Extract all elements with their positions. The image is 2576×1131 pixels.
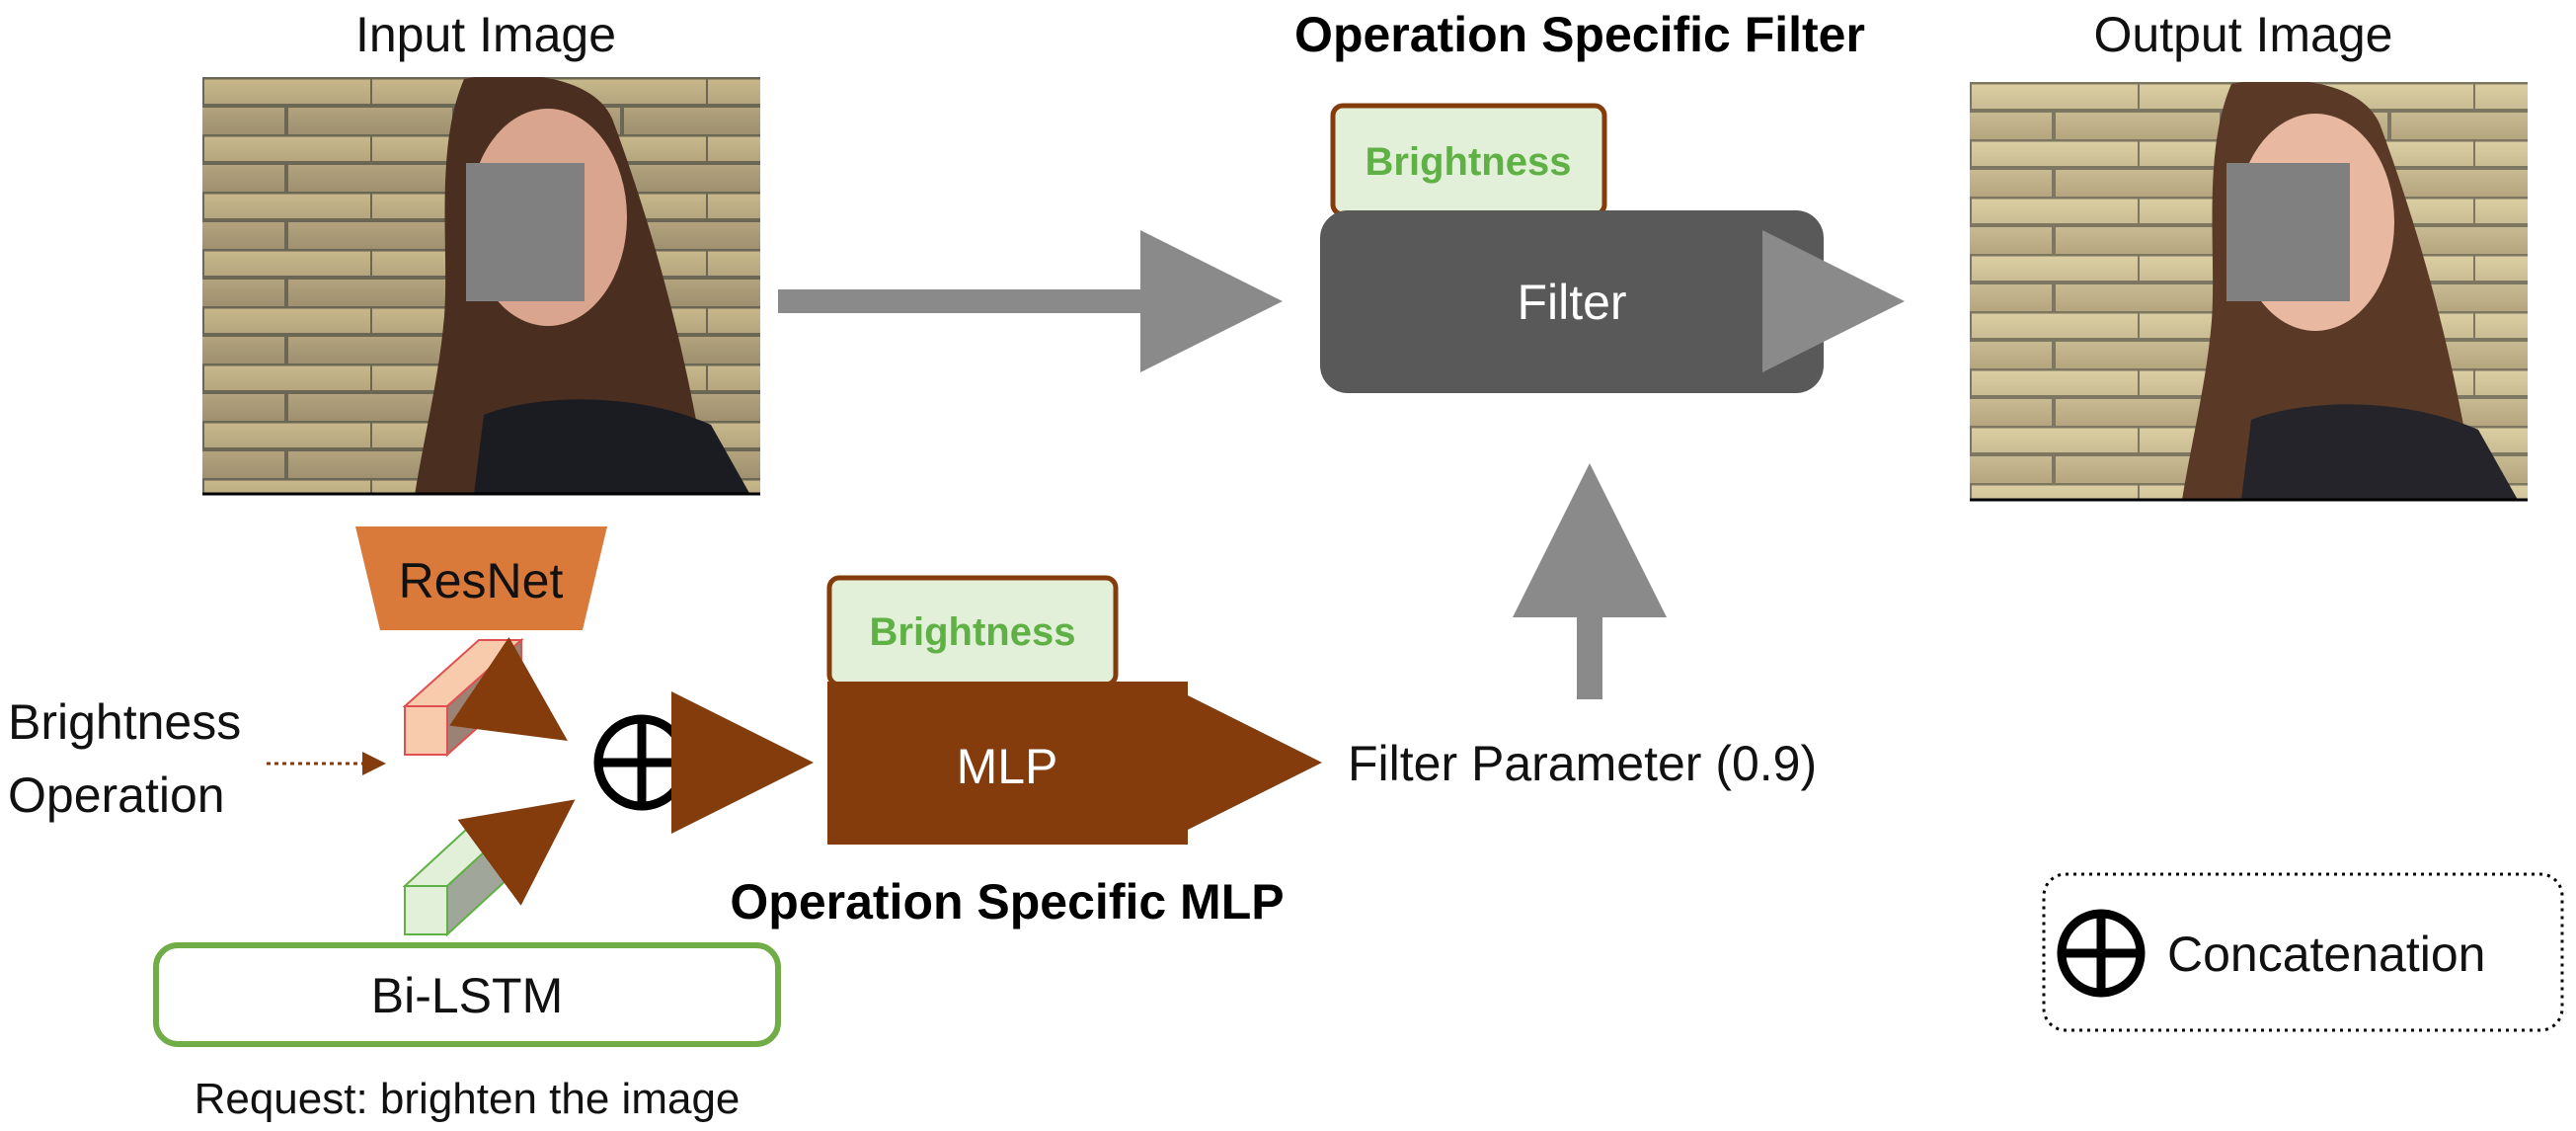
request-text: Request: brighten the image <box>195 1075 741 1123</box>
mlp-block-title: Operation Specific MLP <box>730 874 1284 929</box>
text-feature-arrow <box>457 799 576 906</box>
bilstm-block <box>153 942 781 1047</box>
legend-concat-icon <box>2057 909 2146 998</box>
filter-tag-label: Brightness <box>1366 140 1572 184</box>
text-feature-vector <box>402 815 524 937</box>
output-image-caption: Output Image <box>2094 7 2393 62</box>
output-photo <box>1970 82 2528 500</box>
input-photo <box>202 77 760 495</box>
legend-box <box>2042 872 2564 1032</box>
operation-line1: Brightness <box>8 694 241 750</box>
resnet-block <box>355 526 607 630</box>
legend-label: Concatenation <box>2167 927 2485 982</box>
mlp-tag-label: Brightness <box>870 610 1076 654</box>
filter-box <box>1320 210 1824 393</box>
operation-line2: Operation <box>8 767 225 823</box>
input-image-caption: Input Image <box>355 7 616 62</box>
resnet-label: ResNet <box>399 553 564 608</box>
filter-label: Filter <box>1517 275 1626 330</box>
filter-parameter-label: Filter Parameter (0.9) <box>1348 736 1817 791</box>
concatenation-symbol <box>593 714 690 811</box>
mlp-box <box>827 682 1188 845</box>
mlp-label: MLP <box>957 739 1058 794</box>
bilstm-label: Bi-LSTM <box>371 968 563 1023</box>
image-feature-arrow <box>449 636 568 742</box>
filter-block-title: Operation Specific Filter <box>1294 7 1865 62</box>
